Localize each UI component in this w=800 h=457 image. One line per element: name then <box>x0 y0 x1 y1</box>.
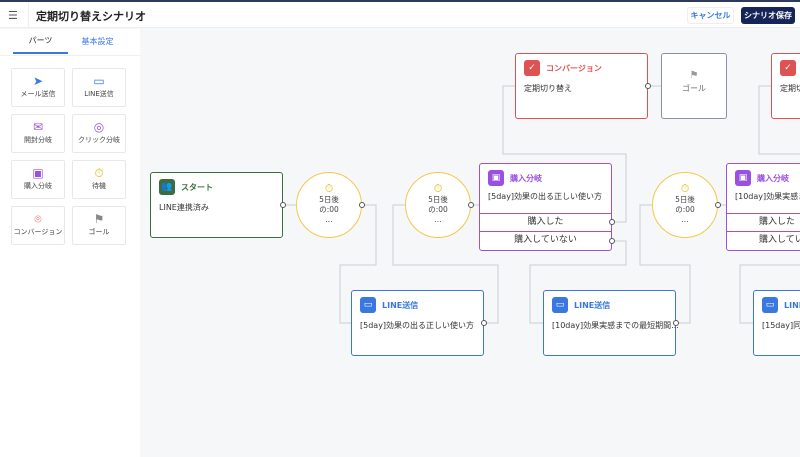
wait-line1: 5日後 <box>653 195 717 205</box>
chat-icon: ▭ <box>762 297 778 313</box>
node-body: 定期切 <box>780 83 800 94</box>
part-wait[interactable]: ⏱待機 <box>72 160 126 199</box>
chat-icon: ▭ <box>360 297 376 313</box>
send-icon: ➤ <box>12 74 64 89</box>
part-conversion[interactable]: ⌾コンバージョン <box>11 206 65 245</box>
sidebar: パーツ 基本設定 ➤メール送信 ▭LINE送信 ✉開封分岐 ◎クリック分岐 ▣購… <box>0 29 140 457</box>
divider <box>0 55 140 56</box>
node-title: 購入分岐 <box>757 173 789 184</box>
pin-check-icon: ✓ <box>524 60 540 76</box>
branch-purchased[interactable]: 購入した <box>727 213 800 231</box>
chat-icon: ▭ <box>73 74 125 89</box>
node-title: 購入分岐 <box>510 173 542 184</box>
flow-canvas[interactable]: 👥スタート LINE連携済み ⏱5日後の:00... ⏱5日後の:00... ⏱… <box>140 29 800 457</box>
branch-purchased[interactable]: 購入した <box>480 213 611 231</box>
part-click-branch[interactable]: ◎クリック分岐 <box>72 114 126 153</box>
wait-line1: 5日後 <box>406 195 470 205</box>
tab-basic-settings[interactable]: 基本設定 <box>70 29 125 54</box>
bag-icon: ▣ <box>488 170 504 186</box>
purchase-branch-node[interactable]: ▣ 購入分岐 [5day]効果の出る正しい使い方 購入した 購入していない <box>479 163 612 251</box>
node-title: LINE送信 <box>574 300 610 311</box>
bag-icon: ▣ <box>735 170 751 186</box>
start-node[interactable]: 👥 スタート LINE連携済み <box>150 172 283 238</box>
page-title: 定期切り替えシナリオ <box>36 8 146 24</box>
goal-node[interactable]: ⚑ ゴール <box>661 53 727 119</box>
part-line-send[interactable]: ▭LINE送信 <box>72 68 126 107</box>
node-body: 定期切り替え <box>524 83 572 94</box>
output-port[interactable] <box>359 202 365 208</box>
node-title: LINE送信 <box>382 300 418 311</box>
more-icon[interactable]: ... <box>297 215 361 225</box>
output-port[interactable] <box>673 320 679 326</box>
wait-node[interactable]: ⏱5日後の:00... <box>652 172 718 238</box>
bag-icon: ▣ <box>12 166 64 181</box>
timer-icon: ⏱ <box>73 166 125 181</box>
part-mail-send[interactable]: ➤メール送信 <box>11 68 65 107</box>
part-goal[interactable]: ⚑ゴール <box>72 206 126 245</box>
node-body: LINE連携済み <box>159 202 209 213</box>
more-icon[interactable]: ... <box>653 215 717 225</box>
output-port[interactable] <box>609 238 615 244</box>
output-port[interactable] <box>645 83 651 89</box>
part-purchase-branch[interactable]: ▣購入分岐 <box>11 160 65 199</box>
timer-icon: ⏱ <box>653 182 717 195</box>
part-label: ゴール <box>89 228 110 236</box>
node-title: スタート <box>181 182 213 193</box>
goal-label: ゴール <box>662 83 726 94</box>
branch-not-purchased[interactable]: 購入してい <box>727 231 800 249</box>
conversion-node[interactable]: ✓ 定期切 <box>771 53 800 119</box>
timer-icon: ⏱ <box>297 182 361 195</box>
mail-check-icon: ✉ <box>12 120 64 135</box>
node-title: コンバージョン <box>546 63 602 74</box>
output-port[interactable] <box>481 320 487 326</box>
pin-check-icon: ✓ <box>780 60 796 76</box>
output-port[interactable] <box>468 202 474 208</box>
wait-node[interactable]: ⏱5日後の:00... <box>296 172 362 238</box>
part-label: 待機 <box>92 182 106 190</box>
part-label: クリック分岐 <box>78 136 120 144</box>
tab-parts[interactable]: パーツ <box>13 29 68 54</box>
click-icon: ◎ <box>73 120 125 135</box>
purchase-branch-node[interactable]: ▣ 購入分岐 [10day]効果実感まで 購入した 購入してい <box>726 163 800 251</box>
part-open-branch[interactable]: ✉開封分岐 <box>11 114 65 153</box>
part-label: LINE送信 <box>84 90 114 98</box>
pin-check-icon: ⌾ <box>12 212 64 227</box>
save-scenario-button[interactable]: シナリオ保存 <box>741 7 795 24</box>
timer-icon: ⏱ <box>406 182 470 195</box>
cancel-button[interactable]: キャンセル <box>687 7 734 24</box>
header: ☰ 定期切り替えシナリオ キャンセル シナリオ保存 <box>0 2 800 28</box>
part-label: 開封分岐 <box>24 136 52 144</box>
node-body: [10day]効果実感まで <box>735 191 800 202</box>
line-send-node[interactable]: ▭ LINE送信 [10day]効果実感までの最短期間... <box>543 290 676 356</box>
node-body: [5day]効果の出る正しい使い方 <box>488 191 602 202</box>
users-icon: 👥 <box>159 179 175 195</box>
wait-line2: の:00 <box>653 205 717 215</box>
node-body: [10day]効果実感までの最短期間... <box>552 320 679 331</box>
branch-not-purchased[interactable]: 購入していない <box>480 231 611 249</box>
part-label: 購入分岐 <box>24 182 52 190</box>
hamburger-icon[interactable]: ☰ <box>8 9 18 22</box>
output-port[interactable] <box>609 219 615 225</box>
output-port[interactable] <box>280 202 286 208</box>
wait-line1: 5日後 <box>297 195 361 205</box>
divider <box>28 2 29 28</box>
part-label: コンバージョン <box>14 228 63 236</box>
wait-line2: の:00 <box>406 205 470 215</box>
node-title: LINE送信 <box>784 300 800 311</box>
node-body: [15day]同じ <box>762 320 800 331</box>
wait-node[interactable]: ⏱5日後の:00... <box>405 172 471 238</box>
flag-icon: ⚑ <box>662 70 726 81</box>
more-icon[interactable]: ... <box>406 215 470 225</box>
line-send-node[interactable]: ▭ LINE送信 [15day]同じ <box>753 290 800 356</box>
node-body: [5day]効果の出る正しい使い方 <box>360 320 474 331</box>
line-send-node[interactable]: ▭ LINE送信 [5day]効果の出る正しい使い方 <box>351 290 484 356</box>
output-port[interactable] <box>715 202 721 208</box>
chat-icon: ▭ <box>552 297 568 313</box>
conversion-node[interactable]: ✓ コンバージョン 定期切り替え <box>515 53 648 119</box>
wait-line2: の:00 <box>297 205 361 215</box>
flag-icon: ⚑ <box>73 212 125 227</box>
part-label: メール送信 <box>21 90 56 98</box>
